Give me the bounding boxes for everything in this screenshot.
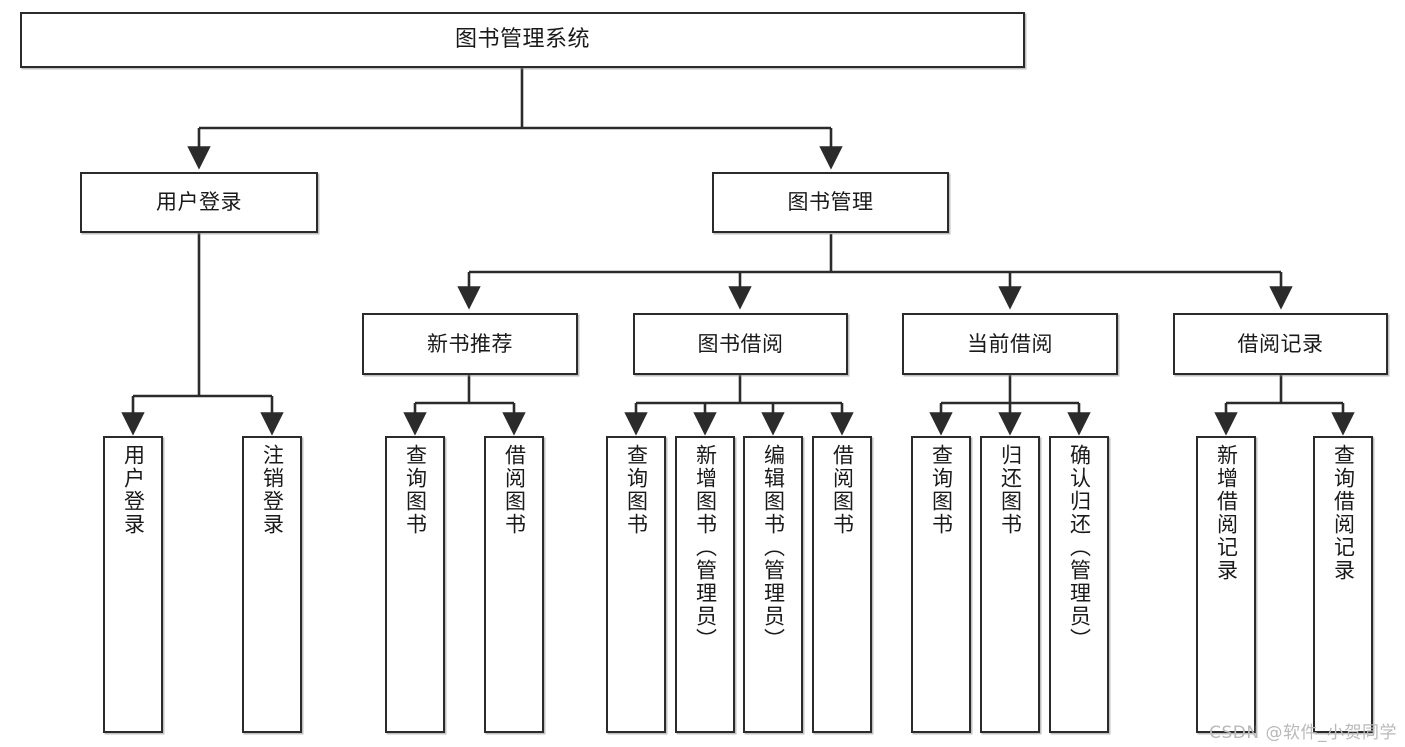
node-user-login[interactable]: 用户登录 (80, 172, 318, 233)
node-book-borrow-label: 图书借阅 (697, 331, 784, 356)
node-new-book-recommend[interactable]: 新书推荐 (362, 313, 578, 375)
csdn-watermark: CSDN @软件_小贺同学 (1209, 723, 1397, 743)
node-leaf-return-book[interactable]: 归还图书 (980, 436, 1040, 733)
node-leaf-query-book-2-label: 查询图书 (624, 444, 649, 536)
node-leaf-return-book-label: 归还图书 (998, 444, 1023, 536)
node-leaf-add-book[interactable]: 新增图书（管理员） (675, 436, 735, 733)
node-leaf-borrow-book-1-label: 借阅图书 (502, 444, 527, 536)
node-leaf-edit-book-label: 编辑图书（管理员） (761, 444, 786, 651)
node-leaf-add-record-label: 新增借阅记录 (1214, 444, 1239, 582)
node-leaf-edit-book[interactable]: 编辑图书（管理员） (743, 436, 803, 733)
node-leaf-confirm-return[interactable]: 确认归还（管理员） (1049, 436, 1109, 733)
node-book-manage[interactable]: 图书管理 (712, 172, 949, 233)
node-current-borrow[interactable]: 当前借阅 (902, 313, 1118, 375)
node-root-label: 图书管理系统 (454, 27, 590, 53)
node-root-book-management-system[interactable]: 图书管理系统 (20, 12, 1025, 68)
node-book-borrow[interactable]: 图书借阅 (633, 313, 848, 375)
node-leaf-logout-login[interactable]: 注销登录 (242, 436, 302, 733)
node-borrow-record-label: 借阅记录 (1237, 331, 1324, 356)
node-leaf-query-book-1-label: 查询图书 (403, 444, 428, 536)
node-leaf-add-book-label: 新增图书（管理员） (693, 444, 718, 651)
node-leaf-add-record[interactable]: 新增借阅记录 (1196, 436, 1256, 733)
node-leaf-borrow-book-2-label: 借阅图书 (830, 444, 855, 536)
node-user-login-label: 用户登录 (156, 190, 242, 215)
node-leaf-user-login[interactable]: 用户登录 (103, 436, 163, 733)
node-leaf-borrow-book-1[interactable]: 借阅图书 (484, 436, 544, 733)
node-leaf-logout-login-label: 注销登录 (260, 444, 285, 536)
node-borrow-record[interactable]: 借阅记录 (1173, 313, 1388, 375)
node-leaf-query-book-3-label: 查询图书 (929, 444, 954, 536)
node-leaf-query-book-2[interactable]: 查询图书 (606, 436, 666, 733)
node-leaf-query-book-3[interactable]: 查询图书 (911, 436, 971, 733)
node-new-book-recommend-label: 新书推荐 (427, 331, 513, 356)
node-book-manage-label: 图书管理 (787, 190, 874, 215)
node-leaf-borrow-book-2[interactable]: 借阅图书 (812, 436, 872, 733)
node-current-borrow-label: 当前借阅 (967, 331, 1053, 356)
node-leaf-user-login-label: 用户登录 (121, 444, 146, 536)
node-leaf-query-record[interactable]: 查询借阅记录 (1313, 436, 1373, 733)
node-leaf-query-record-label: 查询借阅记录 (1331, 444, 1356, 582)
node-leaf-query-book-1[interactable]: 查询图书 (385, 436, 445, 733)
node-leaf-confirm-return-label: 确认归还（管理员） (1067, 444, 1092, 651)
